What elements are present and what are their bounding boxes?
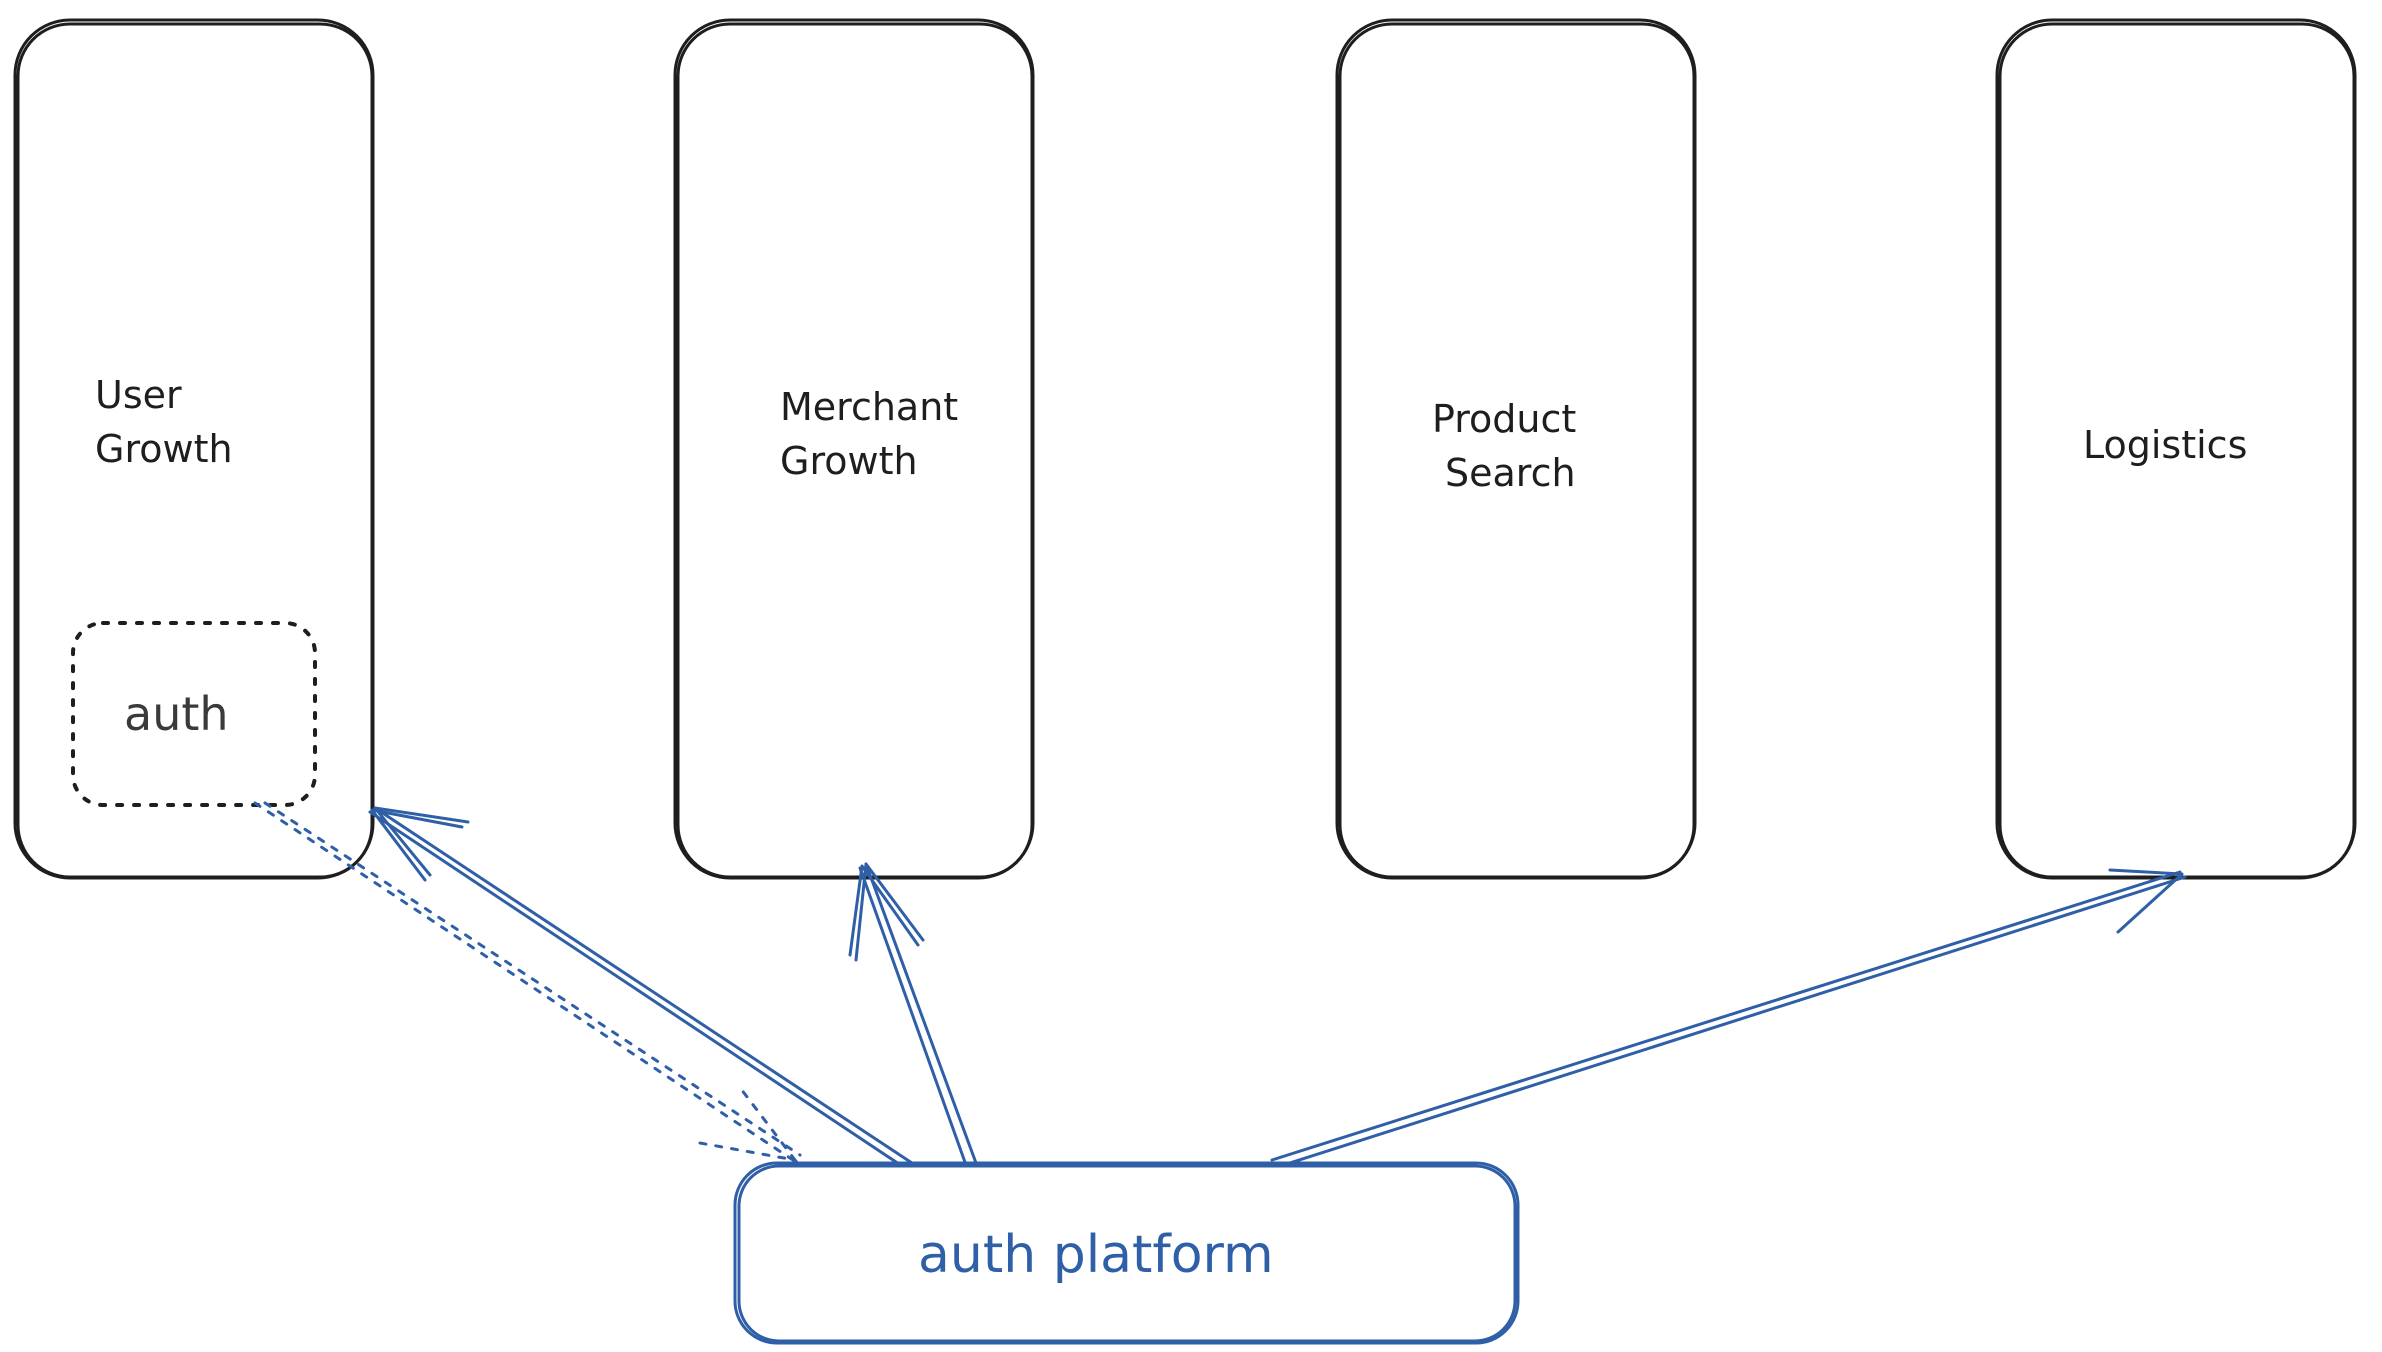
team-label-merchant-growth-line1: Merchant (780, 385, 958, 429)
arrow-to-user-growth (368, 806, 917, 1170)
team-label-product-search-line2: Search (1445, 451, 1576, 495)
team-box-logistics[interactable] (1995, 18, 2357, 880)
team-label-logistics: Logistics (2083, 423, 2247, 467)
auth-platform-box[interactable] (733, 1161, 1520, 1345)
team-label-product-search-line1: Product (1432, 397, 1576, 441)
auth-inner-label: auth (124, 687, 229, 741)
arrow-to-merchant-growth (848, 862, 978, 1167)
dotted-connector-auth-to-platform (253, 801, 802, 1163)
auth-platform-label: auth platform (918, 1225, 1274, 1285)
auth-inner-box[interactable] (71, 621, 317, 807)
team-label-merchant-growth-line2: Growth (780, 439, 918, 483)
team-box-merchant-growth[interactable] (673, 18, 1035, 880)
team-box-product-search[interactable] (1335, 18, 1697, 880)
arrow-to-logistics (1266, 868, 2187, 1172)
team-label-user-growth-line2: Growth (95, 427, 233, 471)
team-box-user-growth[interactable] (13, 18, 375, 880)
team-label-user-growth-line1: User (95, 373, 182, 417)
